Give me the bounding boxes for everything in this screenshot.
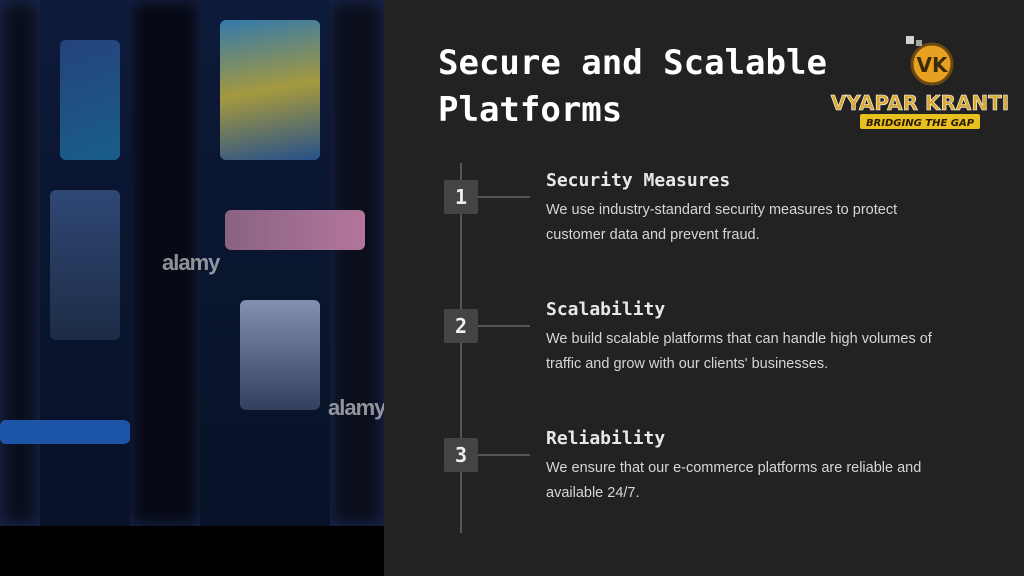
logo-wordmark: VYAPAR KRANTI <box>831 91 1009 115</box>
cable-bundle <box>60 40 120 160</box>
svg-text:VK: VK <box>917 53 949 77</box>
step-connector <box>478 454 530 456</box>
logo-tagline: BRIDGING THE GAP <box>866 118 975 129</box>
step-description: We ensure that our e-commerce platforms … <box>546 460 922 501</box>
rack-frame-left <box>0 0 40 526</box>
step-heading: Reliability <box>546 428 666 449</box>
step-connector <box>478 325 530 327</box>
step-heading: Scalability <box>546 299 666 320</box>
timeline-line <box>460 163 462 533</box>
cable-bundle <box>50 190 120 340</box>
step-number-badge: 3 <box>444 438 478 472</box>
network-switch <box>0 420 130 444</box>
step-number-badge: 2 <box>444 309 478 343</box>
step-number-badge: 1 <box>444 180 478 214</box>
slide-title: Secure and Scalable Platforms <box>438 43 827 130</box>
content-panel: Secure and Scalable Platforms VK VYAPAR … <box>384 0 1024 576</box>
brand-logo: VK VYAPAR KRANTI BRIDGING THE GAP <box>816 32 1024 132</box>
watermark: alamy <box>328 395 384 420</box>
logo-icon: VK VYAPAR KRANTI BRIDGING THE GAP <box>831 36 1009 129</box>
rack-frame-right <box>330 0 384 526</box>
server-unit <box>240 300 320 410</box>
cable-bundle <box>220 20 320 160</box>
step-description: We build scalable platforms that can han… <box>546 331 932 372</box>
photo-letterbox <box>0 526 384 576</box>
rack-frame-center <box>130 0 200 526</box>
step-connector <box>478 196 530 198</box>
watermark: alamy <box>162 250 220 275</box>
step-description: We use industry-standard security measur… <box>546 202 898 243</box>
cable-bundle <box>225 210 365 250</box>
server-rack-photo: alamy alamy <box>0 0 384 526</box>
step-heading: Security Measures <box>546 170 731 191</box>
